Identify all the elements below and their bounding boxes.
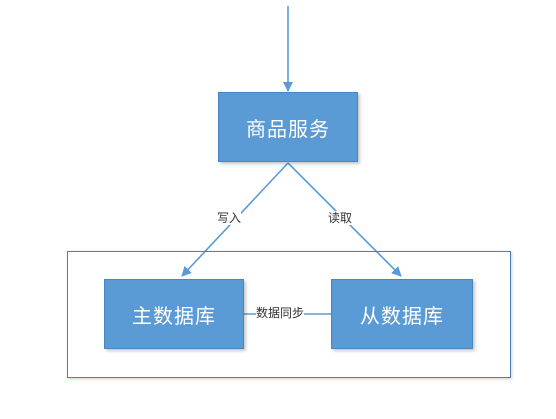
master-db-label: 主数据库 bbox=[132, 303, 216, 328]
master-db-node[interactable]: 主数据库 bbox=[104, 279, 244, 349]
product-service-node[interactable]: 商品服务 bbox=[218, 92, 358, 162]
slave-db-label: 从数据库 bbox=[360, 303, 444, 328]
product-service-label: 商品服务 bbox=[246, 116, 330, 141]
read-edge-label: 读取 bbox=[328, 211, 353, 225]
slave-db-node[interactable]: 从数据库 bbox=[331, 279, 473, 349]
sync-edge-label: 数据同步 bbox=[256, 306, 305, 320]
database-cluster-container bbox=[67, 251, 511, 378]
write-edge-label: 写入 bbox=[217, 211, 242, 225]
